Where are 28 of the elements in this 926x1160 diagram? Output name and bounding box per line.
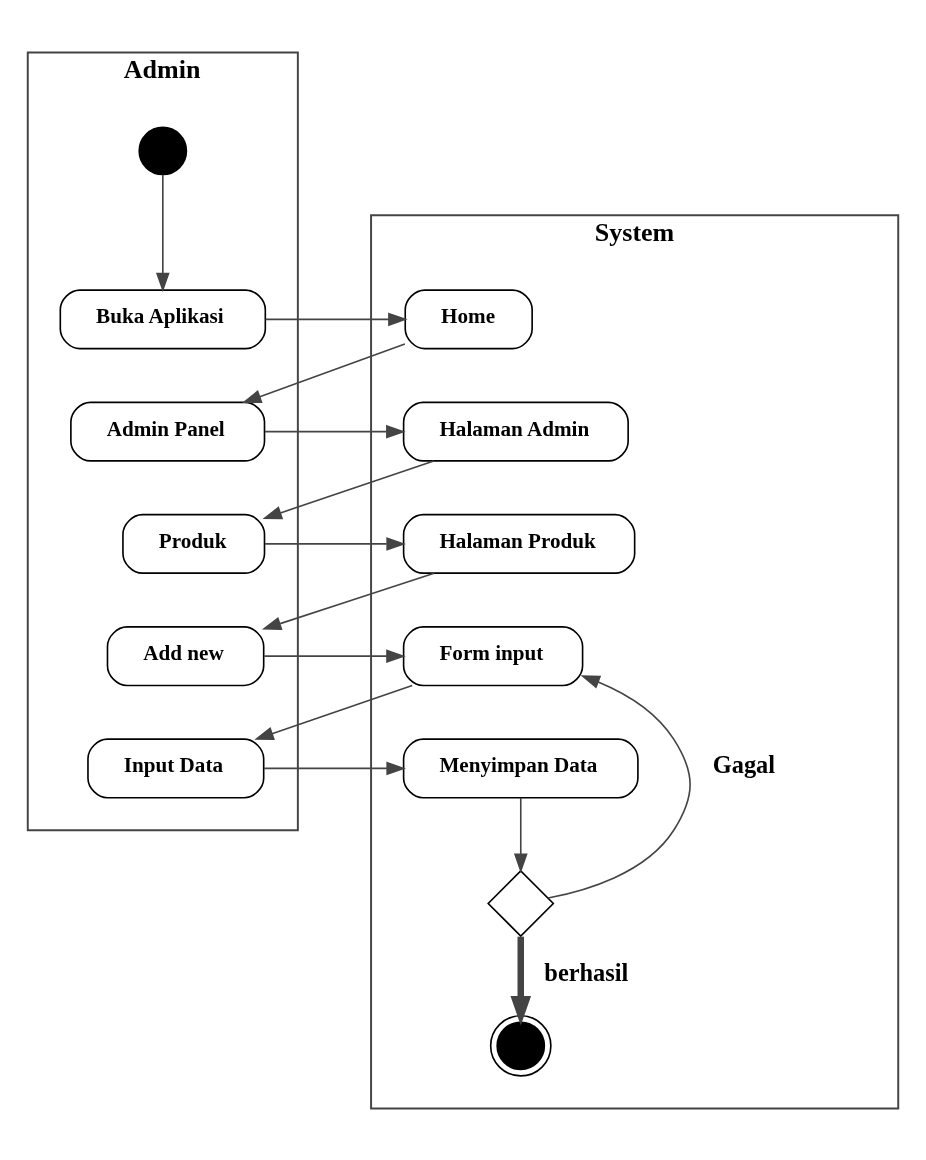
node-box: Admin Panel [70, 401, 266, 462]
node-box: Halaman Produk [402, 513, 636, 574]
node-circle [138, 126, 188, 175]
edge-label: berhasil [544, 958, 629, 986]
arrow [261, 572, 435, 630]
edge-label: Gagal [712, 750, 776, 778]
arrow [241, 342, 406, 403]
arrow [513, 796, 528, 873]
node-box: Buka Aplikasi [59, 288, 267, 349]
arrow [263, 761, 406, 775]
node-box: Add new [106, 625, 265, 686]
arrow [547, 674, 691, 899]
arrow [264, 536, 406, 551]
node-diamond [487, 869, 555, 937]
arrow [254, 684, 414, 740]
node-circle [489, 1014, 552, 1077]
arrow [262, 459, 435, 519]
arrow [155, 173, 170, 292]
node-box: Halaman Admin [402, 401, 629, 462]
arrow [264, 312, 408, 326]
arrow [510, 936, 532, 1025]
arrow [263, 648, 406, 663]
node-box: Menyimpan Data [402, 737, 639, 799]
node-box: Input Data [87, 737, 265, 799]
node-box: Home [404, 288, 533, 349]
arrow [264, 424, 406, 438]
node-box: Form input [402, 625, 584, 686]
node-box: Produk [122, 513, 266, 574]
